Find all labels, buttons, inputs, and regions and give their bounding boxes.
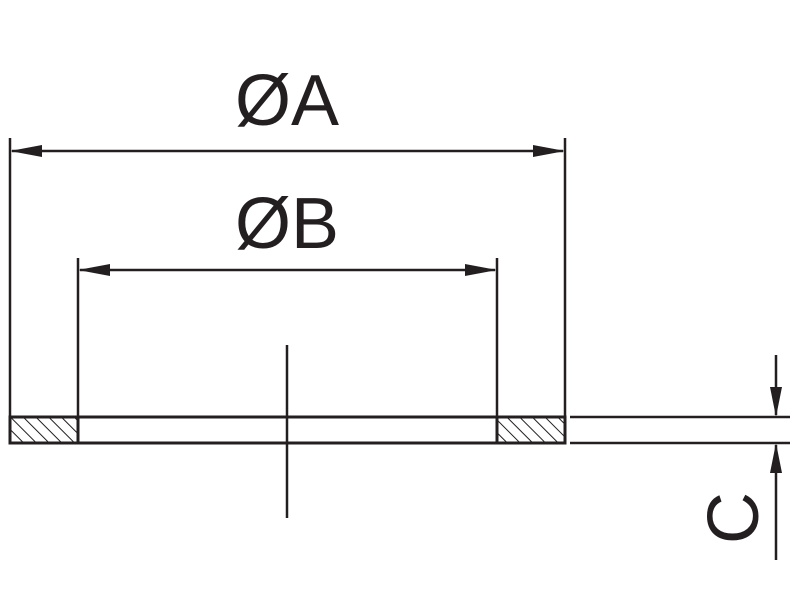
dimension-b: ØB (76, 184, 499, 417)
label-inner-diameter: ØB (235, 184, 339, 264)
label-thickness: C (694, 492, 774, 544)
arrowhead-c-bottom (770, 443, 782, 473)
label-outer-diameter: ØA (235, 61, 339, 141)
dimension-a: ØA (8, 61, 567, 417)
washer-section (8, 345, 567, 518)
arrowhead-a-right (533, 145, 565, 157)
hatched-section-left (10, 417, 78, 443)
dimension-c: C (570, 355, 790, 560)
arrowhead-c-top (770, 387, 782, 417)
arrowhead-a-left (10, 145, 42, 157)
arrowhead-b-right (465, 264, 497, 276)
hatched-section-right (497, 417, 565, 443)
arrowhead-b-left (78, 264, 110, 276)
